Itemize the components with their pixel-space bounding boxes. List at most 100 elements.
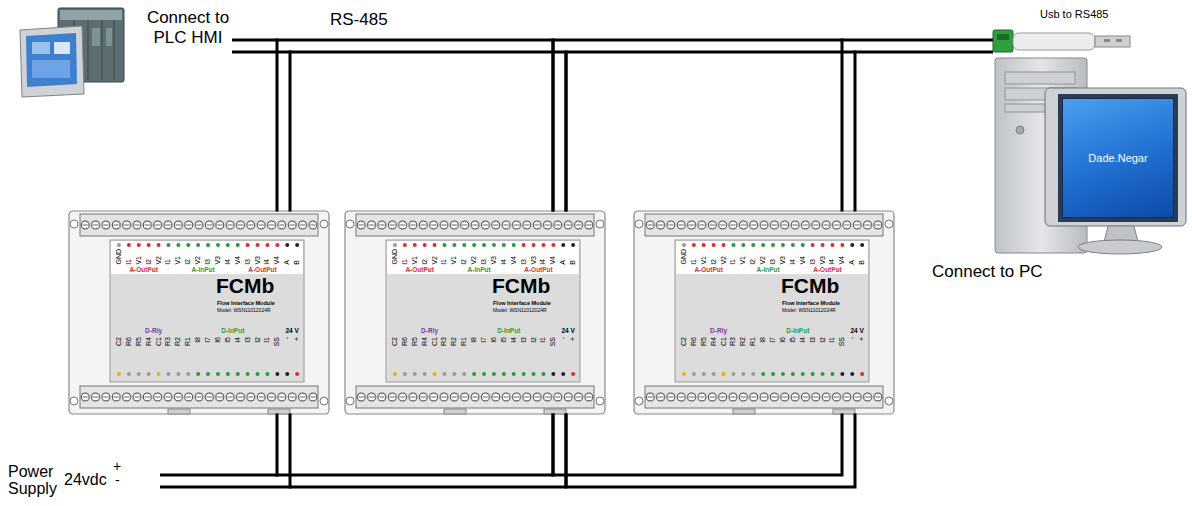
pc-label: Connect to PC [932,262,1043,282]
model-number: Model: WSN11012024R [493,308,547,314]
terminal-name: R6 [690,337,698,346]
terminal-name: I2 [460,259,468,265]
terminal-name: V3 [254,256,262,265]
terminal-name: R3 [440,337,448,346]
terminal-name: I1 [828,337,836,343]
terminal-name: V2 [720,256,728,265]
terminal-name: C1 [720,337,728,346]
terminal-name: GND [391,249,399,265]
terminal-name: I2 [710,259,718,265]
module-housing [634,211,894,414]
terminal-name: I1 [164,259,172,265]
terminal-name: + [569,337,577,341]
terminal-group: 24 V [286,327,299,335]
terminal-name: GND [680,249,688,265]
terminal-name: I2 [254,337,262,343]
terminal-name: SS [273,337,281,346]
module-title: FCMb [492,274,550,297]
terminal-group: A-InPut [192,266,215,274]
io-module: FCMbFlow Interface ModuleModel: WSN11012… [633,210,895,415]
terminal-name: B [569,260,577,265]
terminal-name: I7 [204,337,212,343]
terminal-name: I3 [244,337,252,343]
terminal-group: A-OutPut [129,266,158,274]
rs485-bus [553,40,855,210]
power-line [553,415,855,487]
module-title: FCMb [781,274,839,297]
adapter-label: Usb to RS485 [1040,8,1108,21]
wire [290,52,566,210]
module-housing [69,211,329,414]
terminal-name: I1 [729,259,737,265]
terminal-name: I4 [799,337,807,343]
terminal-name: V1 [739,256,747,265]
wire [566,415,855,487]
module-housing [345,211,605,414]
terminal-name: V2 [194,256,202,265]
terminal-name: V2 [155,256,163,265]
terminal-group: D-Rly [710,327,727,335]
terminal-name: I2 [184,259,192,265]
wire [290,415,566,487]
terminal-name: A [848,260,856,265]
terminal-name: R4 [421,337,429,346]
plc-hmi-icon [20,8,124,97]
terminal-name: SS [838,337,846,346]
terminal-group: A-OutPut [524,266,553,274]
terminal-name: R2 [450,337,458,346]
network-label: Connect to PLC HMI [138,8,238,49]
bus-wire [160,40,993,487]
terminal-name: V4 [234,256,242,265]
terminal-group: A-OutPut [405,266,434,274]
module-subtitle: Flow Interface Module [493,300,551,306]
terminal-name: I3 [809,337,817,343]
terminal-name: SS [549,337,557,346]
terminal-name: V1 [411,256,419,265]
terminal-group: A-OutPut [813,266,842,274]
terminal-name: I3 [244,259,252,265]
terminal-name: I1 [125,259,133,265]
model-number: Model: WSN11012024R [217,308,271,314]
terminal-name: A [283,260,291,265]
terminal-name: V2 [759,256,767,265]
terminal-name: V1 [450,256,458,265]
terminal-name: V3 [819,256,827,265]
rs485-bus [277,40,566,210]
io-module: FCMbFlow Interface ModuleModel: WSN11012… [344,210,606,415]
terminal-name: V4 [838,256,846,265]
terminal-name: - [283,337,291,339]
terminal-name: - [559,337,567,339]
usb-rs485-adapter [993,30,1130,52]
terminal-name: R5 [700,337,708,346]
monitor-screen: Dade.Negar [1062,98,1174,218]
voltage-label: 24vdc [64,470,107,489]
terminal-name: I2 [749,259,757,265]
terminal-name: I1 [401,259,409,265]
terminal-name: - [848,337,856,339]
terminal-name: I3 [769,259,777,265]
terminal-group: A-InPut [757,266,780,274]
terminal-name: I6 [214,337,222,343]
terminal-name: R6 [125,337,133,346]
terminal-name: I4 [234,337,242,343]
terminal-name: I3 [809,259,817,265]
terminal-name: V2 [470,256,478,265]
terminal-name: I4 [500,259,508,265]
terminal-group: D-InPut [786,327,809,335]
terminal-group: A-OutPut [248,266,277,274]
terminal-name: I5 [224,337,232,343]
terminal-name: I4 [510,337,518,343]
io-module: FCMbFlow Interface ModuleModel: WSN11012… [68,210,330,415]
bus-label: RS-485 [330,10,388,30]
terminal-name: R3 [729,337,737,346]
terminal-name: V4 [549,256,557,265]
module-subtitle: Flow Interface Module [782,300,840,306]
terminal-name: I1 [440,259,448,265]
terminal-name: I2 [421,259,429,265]
terminal-group: D-Rly [145,327,162,335]
terminal-name: I4 [263,259,271,265]
model-number: Model: WSN11012024R [782,308,836,314]
terminal-name: R1 [184,337,192,346]
terminal-name: C2 [680,337,688,346]
terminal-name: R5 [135,337,143,346]
